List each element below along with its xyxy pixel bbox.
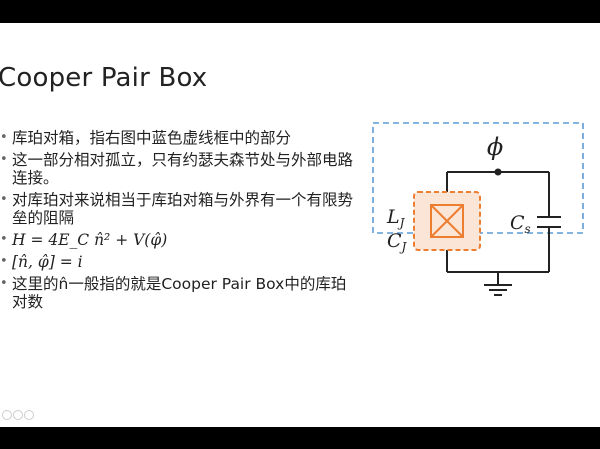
bullet-item: 库珀对箱，指右图中蓝色虚线框中的部分 [0,129,355,147]
lj-label: LJ [386,206,406,230]
bullet-list: 库珀对箱，指右图中蓝色虚线框中的部分 这一部分相对孤立，只有约瑟夫森节处与外部电… [0,129,355,315]
bullet-item: 这里的n̂一般指的就是Cooper Pair Box中的库珀对数 [0,275,355,311]
hamiltonian-equation: H = 4E_C n̂² + V(φ̂) [0,231,355,249]
cj-label: CJ [387,230,408,254]
top-letterbox [0,0,600,23]
bullet-item: 这一部分相对孤立，只有约瑟夫森节处与外部电路连接。 [0,151,355,187]
bullet-item: 对库珀对来说相当于库珀对箱与外界有一个有限势垒的阻隔 [0,191,355,227]
junction-cross-b [430,204,464,238]
cooper-pair-box-circuit: ϕ LJ CJ Cs [372,122,584,296]
slide: Cooper Pair Box 库珀对箱，指右图中蓝色虚线框中的部分 这一部分相… [0,23,600,427]
bottom-letterbox [0,427,600,449]
phi-node-label: ϕ [487,133,503,161]
slide-title: Cooper Pair Box [0,63,208,93]
cs-label: Cs [510,212,531,236]
commutator-equation: [n̂, φ̂] = i [0,253,355,271]
presenter-controls-icon[interactable] [2,409,42,421]
